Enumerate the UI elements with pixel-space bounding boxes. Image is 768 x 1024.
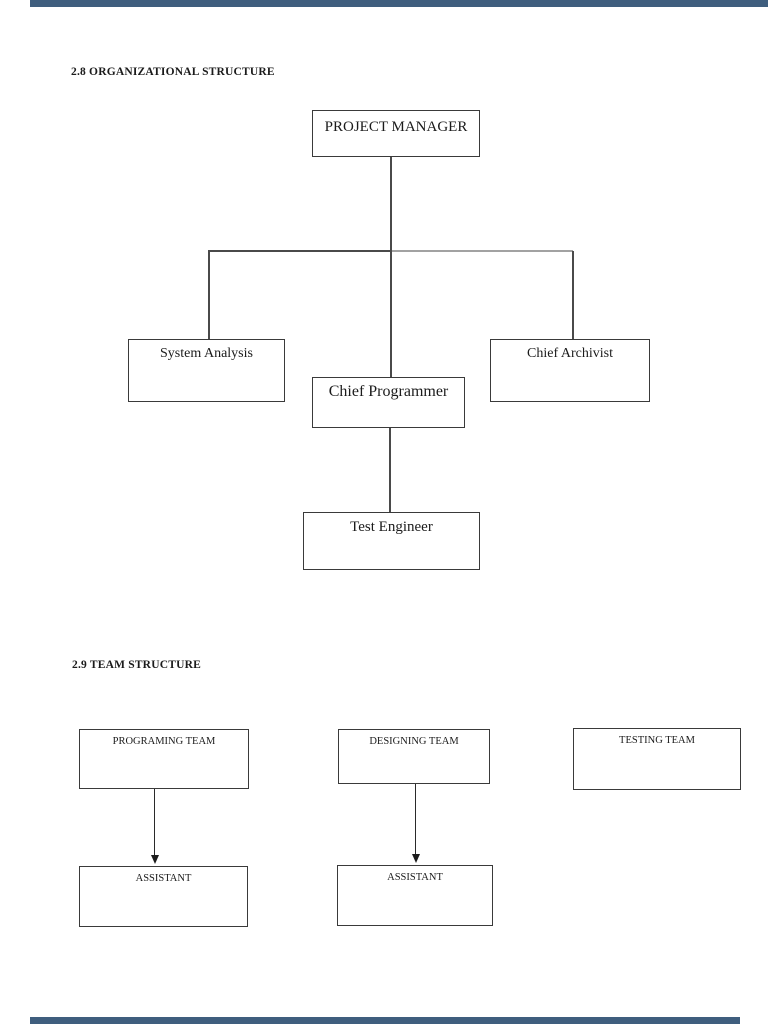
connector-horizontal-right — [391, 250, 573, 252]
org-node-test-engineer: Test Engineer — [303, 512, 480, 570]
viewer-bottom-bar — [30, 1017, 740, 1024]
connector-to-system-analysis — [208, 250, 210, 340]
org-node-label: Test Engineer — [350, 519, 433, 535]
team-node-designing-team: DESIGNING TEAM — [338, 729, 490, 784]
section-heading-team-structure: 2.9 TEAM STRUCTURE — [72, 659, 201, 671]
connector-to-chief-programmer — [390, 250, 392, 378]
arrowhead-down-icon — [150, 855, 159, 864]
org-node-chief-programmer: Chief Programmer — [312, 377, 465, 428]
team-node-label: PROGRAMING TEAM — [112, 736, 216, 747]
org-node-chief-archivist: Chief Archivist — [490, 339, 650, 402]
team-node-assistant-left: ASSISTANT — [79, 866, 248, 927]
org-node-label: Chief Programmer — [328, 383, 449, 400]
team-node-label: ASSISTANT — [135, 873, 192, 884]
section-heading-organizational-structure: 2.8 ORGANIZATIONAL STRUCTURE — [71, 66, 275, 78]
team-node-label: ASSISTANT — [387, 872, 443, 883]
connector-pm-down — [390, 157, 392, 251]
team-node-assistant-right: ASSISTANT — [337, 865, 493, 926]
org-node-label: PROJECT MANAGER — [324, 119, 468, 135]
org-node-system-analysis: System Analysis — [128, 339, 285, 402]
connector-to-chief-archivist — [572, 251, 574, 340]
arrow-programing-to-assistant — [154, 789, 156, 856]
team-node-testing-team: TESTING TEAM — [573, 728, 741, 790]
team-node-label: TESTING TEAM — [619, 735, 695, 746]
connector-to-test-engineer — [389, 428, 391, 513]
connector-horizontal-left — [209, 250, 391, 252]
org-node-label: Chief Archivist — [527, 346, 613, 361]
arrow-designing-to-assistant — [415, 784, 417, 855]
team-node-label: DESIGNING TEAM — [369, 736, 459, 747]
viewer-top-bar — [30, 0, 768, 7]
org-node-project-manager: PROJECT MANAGER — [312, 110, 480, 157]
org-node-label: System Analysis — [160, 346, 253, 361]
team-node-programing-team: PROGRAMING TEAM — [79, 729, 249, 789]
arrowhead-down-icon — [411, 854, 420, 863]
